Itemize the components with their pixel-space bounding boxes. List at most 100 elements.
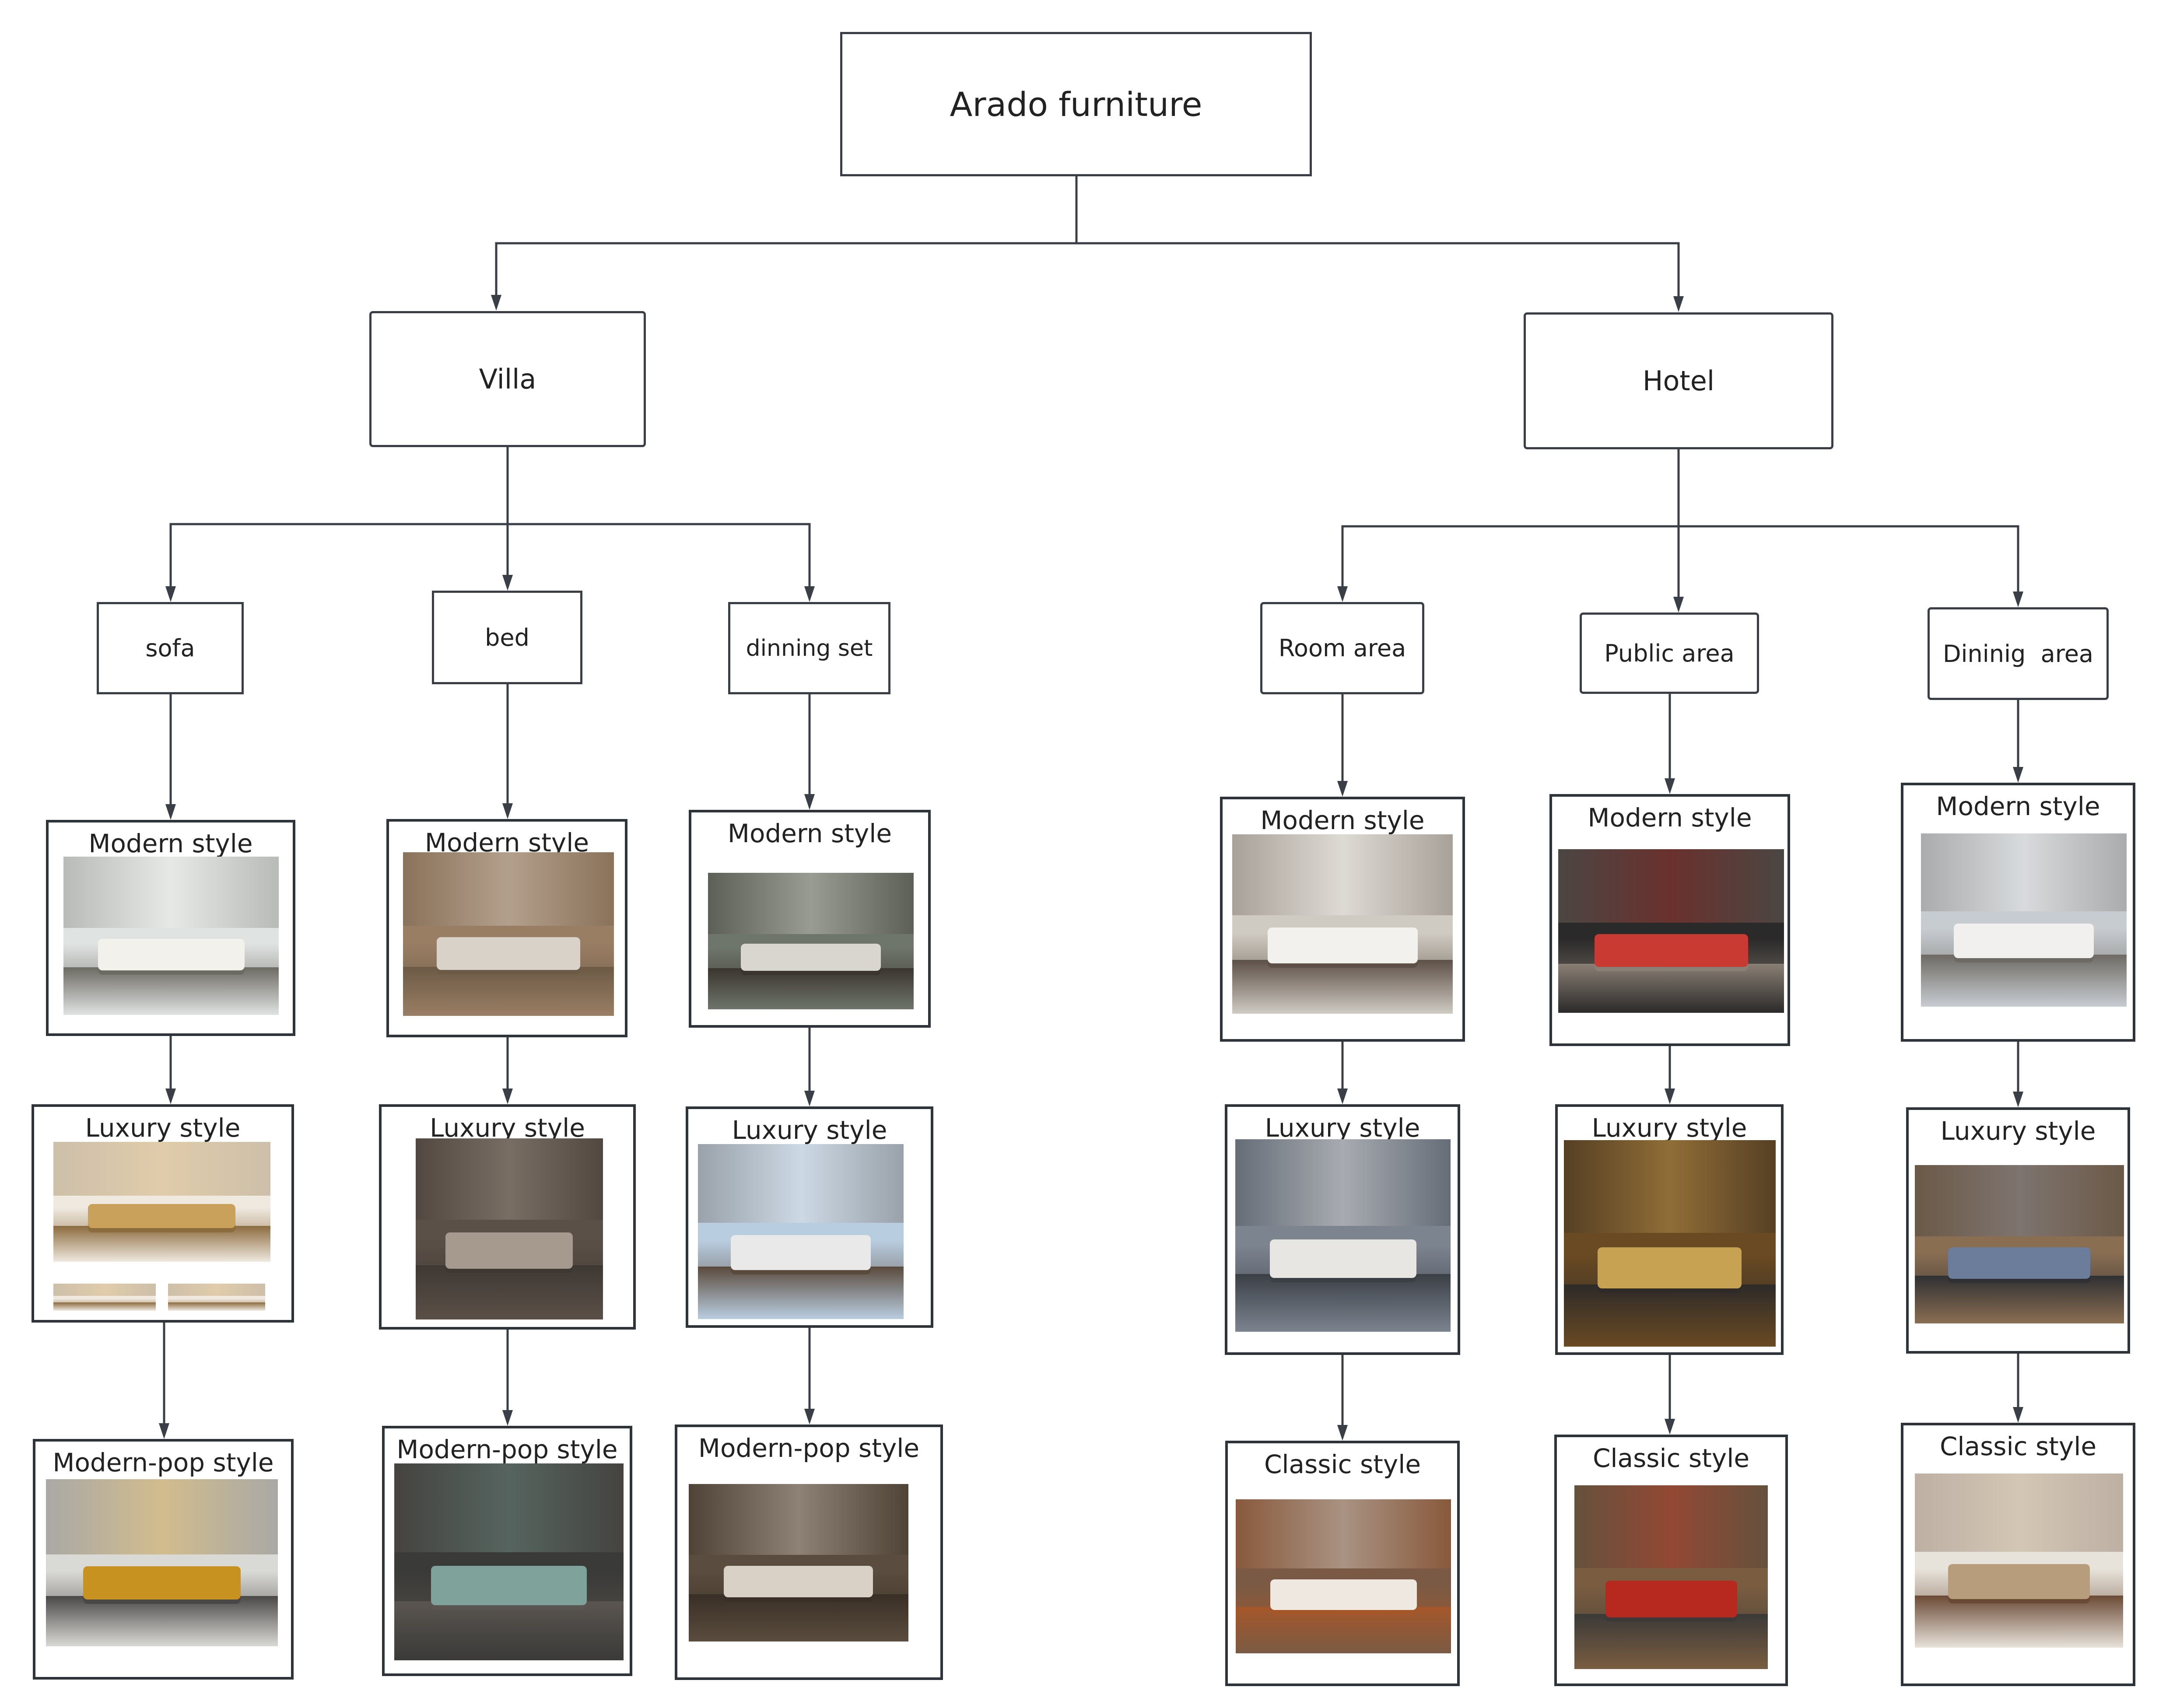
- edge-hotel-room: [1341, 448, 1680, 597]
- photo-sofa-luxury-thumb-2: [168, 1284, 265, 1311]
- card-bed-modern: Modern style: [386, 819, 627, 1037]
- photo-furniture: [83, 1566, 241, 1600]
- category-dining: Dininig area: [1928, 607, 2109, 700]
- card-caption: Luxury style: [430, 1113, 585, 1143]
- category-room-label: Room area: [1278, 634, 1406, 662]
- category-bed-label: bed: [485, 623, 529, 651]
- card-public-luxury: Luxury style: [1555, 1104, 1784, 1355]
- villa-label: Villa: [479, 363, 536, 395]
- root-node: Arado furniture: [840, 32, 1312, 176]
- card-dining-luxury: Luxury style: [1906, 1107, 2130, 1354]
- photo-dinning-luxury: [698, 1144, 904, 1319]
- card-public-modern: Modern style: [1549, 794, 1790, 1046]
- photo-floor: [1921, 955, 2127, 1007]
- card-room-modern: Modern style: [1220, 797, 1465, 1042]
- photo-furniture: [1268, 928, 1418, 963]
- photo-furniture: [88, 1204, 235, 1228]
- photo-wall: [416, 1138, 603, 1220]
- photo-furniture: [724, 1566, 873, 1597]
- photo-dinning-pop: [689, 1484, 908, 1642]
- photo-floor: [708, 968, 914, 1009]
- photo-floor: [1564, 1284, 1776, 1347]
- photo-wall: [46, 1479, 278, 1554]
- photo-floor: [1236, 1607, 1451, 1653]
- card-caption: Luxury style: [732, 1115, 887, 1145]
- photo-floor: [403, 966, 614, 1016]
- photo-wall: [1564, 1140, 1776, 1233]
- photo-wall: [168, 1284, 265, 1296]
- photo-furniture: [1270, 1579, 1417, 1610]
- photo-floor: [394, 1601, 624, 1660]
- photo-furniture: [1605, 1581, 1737, 1617]
- card-bed-luxury: Luxury style: [379, 1104, 636, 1330]
- card-caption: Modern-pop style: [53, 1448, 274, 1477]
- photo-public-modern: [1558, 849, 1784, 1013]
- card-caption: Luxury style: [85, 1113, 241, 1143]
- card-room-classic: Classic style: [1225, 1441, 1460, 1686]
- card-caption: Luxury style: [1265, 1113, 1420, 1143]
- card-caption: Luxury style: [1591, 1113, 1747, 1143]
- edge-villa-dinning: [508, 523, 811, 597]
- photo-floor: [698, 1267, 904, 1319]
- photo-sofa-luxury-thumb-1: [53, 1284, 156, 1311]
- photo-furniture: [1270, 1239, 1416, 1278]
- photo-wall: [403, 852, 614, 926]
- photo-floor: [1915, 1276, 2124, 1323]
- card-dinning-pop: Modern-pop style: [675, 1424, 943, 1680]
- card-caption: Classic style: [1592, 1443, 1750, 1473]
- card-bed-pop: Modern-pop style: [382, 1426, 632, 1676]
- photo-wall: [1558, 849, 1784, 923]
- photo-bed-pop: [394, 1463, 624, 1660]
- photo-wall: [63, 857, 279, 928]
- photo-dinning-modern: [708, 873, 914, 1009]
- photo-floor: [1915, 1595, 2123, 1648]
- card-dinning-luxury: Luxury style: [686, 1106, 933, 1328]
- photo-wall: [1235, 1139, 1451, 1226]
- photo-floor: [1558, 963, 1784, 1013]
- photo-floor: [1232, 960, 1453, 1014]
- villa-node: Villa: [369, 311, 646, 447]
- card-caption: Modern style: [1936, 791, 2100, 821]
- photo-furniture: [1595, 934, 1748, 967]
- photo-dining-classic: [1915, 1474, 2123, 1648]
- category-bed: bed: [432, 591, 582, 684]
- category-public-label: Public area: [1604, 639, 1735, 667]
- photo-wall: [1915, 1474, 2123, 1552]
- photo-floor: [1574, 1614, 1768, 1669]
- card-room-luxury: Luxury style: [1225, 1104, 1460, 1355]
- photo-public-classic: [1574, 1485, 1768, 1669]
- category-public: Public area: [1580, 612, 1759, 694]
- photo-floor: [53, 1302, 156, 1311]
- category-room: Room area: [1260, 602, 1424, 694]
- photo-furniture: [1954, 924, 2094, 958]
- card-caption: Modern style: [1260, 805, 1425, 835]
- photo-furniture: [98, 939, 245, 970]
- hotel-node: Hotel: [1524, 312, 1833, 449]
- photo-room-luxury: [1235, 1139, 1451, 1332]
- photo-wall: [689, 1484, 908, 1555]
- hotel-label: Hotel: [1642, 365, 1715, 397]
- photo-wall: [698, 1144, 904, 1223]
- photo-furniture: [1598, 1247, 1742, 1288]
- root-label: Arado furniture: [950, 84, 1202, 124]
- card-caption: Modern style: [1588, 803, 1752, 833]
- edge-hotel-dining: [1679, 525, 2019, 603]
- card-caption: Classic style: [1939, 1432, 2097, 1461]
- photo-room-classic: [1236, 1499, 1451, 1653]
- edge-root-hotel: [1076, 242, 1680, 308]
- photo-room-modern: [1232, 834, 1453, 1014]
- arrowheads: [159, 295, 2023, 1441]
- photo-wall: [1574, 1485, 1768, 1568]
- photo-furniture: [731, 1235, 871, 1270]
- card-caption: Modern-pop style: [396, 1435, 618, 1464]
- photo-furniture: [1948, 1247, 2090, 1279]
- photo-dining-modern: [1921, 833, 2127, 1007]
- edge-root-villa: [495, 176, 1078, 306]
- card-caption: Modern style: [727, 819, 892, 848]
- card-dining-classic: Classic style: [1901, 1423, 2135, 1686]
- card-caption: Classic style: [1264, 1449, 1421, 1479]
- photo-furniture: [431, 1566, 587, 1605]
- photo-furniture: [437, 937, 580, 970]
- photo-floor: [53, 1225, 270, 1262]
